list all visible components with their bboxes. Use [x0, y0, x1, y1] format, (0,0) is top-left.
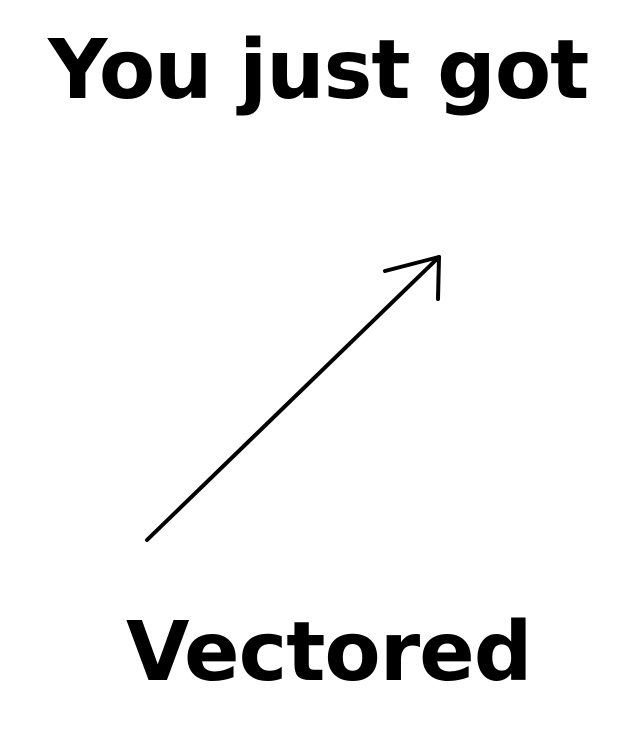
top-text: You just got [48, 23, 589, 118]
bottom-text: Vectored [126, 605, 532, 700]
